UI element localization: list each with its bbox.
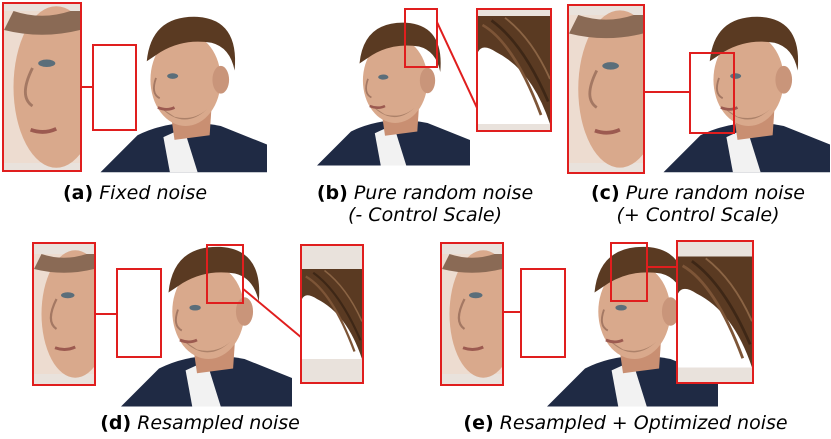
zoom-crop-face xyxy=(32,242,96,386)
caption-text: Resampled noise xyxy=(137,412,300,434)
panel-e xyxy=(438,232,831,410)
roi-box xyxy=(520,268,566,358)
caption-text: Pure random noise xyxy=(625,182,805,204)
connector-line xyxy=(646,266,678,268)
zoom-crop-hair xyxy=(476,8,552,132)
caption-d: (d) Resampled noise xyxy=(30,412,370,434)
caption-text: Resampled + Optimized noise xyxy=(499,412,788,434)
portrait-image xyxy=(645,0,830,178)
zoom-crop-hair xyxy=(676,240,754,384)
panel-a xyxy=(0,0,270,178)
caption-line2: (- Control Scale) xyxy=(348,204,502,226)
roi-box xyxy=(92,44,137,131)
caption-tag: (c) xyxy=(591,182,620,204)
portrait-image xyxy=(102,232,292,410)
connector-line xyxy=(645,91,691,93)
zoom-crop-face xyxy=(2,2,82,172)
panel-c xyxy=(565,0,831,178)
portrait-image xyxy=(300,0,470,178)
caption-tag: (e) xyxy=(463,412,494,434)
roi-box xyxy=(689,52,735,134)
caption-line2: (+ Control Scale) xyxy=(616,204,780,226)
roi-box xyxy=(206,244,244,304)
caption-a: (a) Fixed noise xyxy=(0,182,270,204)
panel-b xyxy=(300,0,560,178)
roi-box xyxy=(404,8,438,68)
portrait-image xyxy=(82,0,267,178)
roi-box xyxy=(116,268,162,358)
connector-line xyxy=(436,20,478,110)
zoom-crop-face xyxy=(567,4,645,174)
caption-tag: (a) xyxy=(62,182,94,204)
caption-e: (e) Resampled + Optimized noise xyxy=(420,412,831,434)
caption-text: Pure random noise xyxy=(353,182,534,204)
connector-line xyxy=(80,86,94,88)
zoom-crop-hair xyxy=(300,244,364,384)
connector-line xyxy=(94,313,118,315)
connector-line xyxy=(242,288,302,338)
caption-tag: (b) xyxy=(316,182,348,204)
roi-box xyxy=(610,242,648,302)
caption-tag: (d) xyxy=(100,412,132,434)
caption-text: Fixed noise xyxy=(99,182,208,204)
zoom-crop-face xyxy=(440,242,504,386)
caption-c: (c) Pure random noise (+ Control Scale) xyxy=(565,182,831,226)
panel-d xyxy=(30,232,370,410)
connector-line xyxy=(502,311,522,313)
caption-b: (b) Pure random noise (- Control Scale) xyxy=(290,182,560,226)
